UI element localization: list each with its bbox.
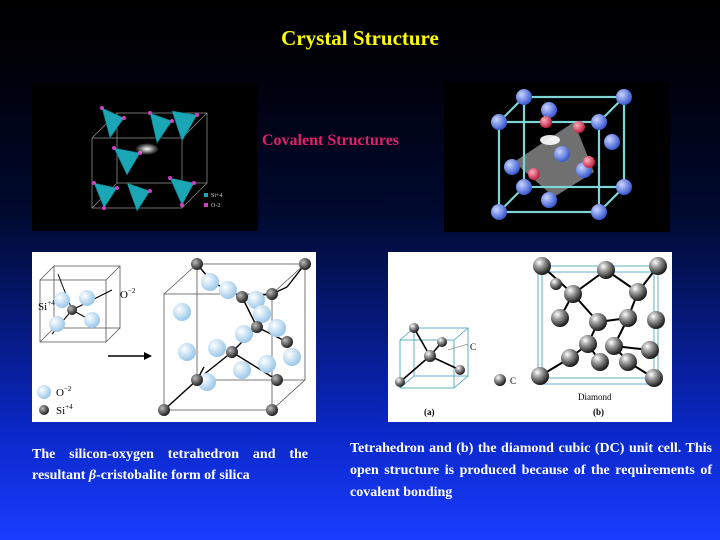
svg-text:O−2: O−2 — [120, 287, 136, 301]
legend-si-label: Si — [56, 405, 65, 417]
o-label: O — [120, 289, 128, 301]
beta-symbol: β — [88, 468, 97, 483]
si-label: Si — [38, 301, 47, 313]
legend-o: O-2 — [211, 203, 220, 209]
cristobalite-diagram: Si+4 O−2 O−2 Si+4 — [32, 252, 316, 422]
caption-left-part1: The silicon-oxygen tetrahedron and the r… — [32, 447, 308, 483]
c-label-top: C — [470, 342, 476, 352]
diamond-unit-cell-3d-image — [444, 82, 670, 232]
o-label-charge: −2 — [128, 287, 136, 295]
diamond-cubic-diagram: C C (a) — [388, 252, 672, 422]
covalent-structures-heading: Covalent Structures — [262, 132, 400, 149]
si-label-charge: +4 — [47, 299, 55, 307]
legend-si: Si+4 — [211, 193, 222, 199]
legend-o-charge: −2 — [64, 385, 72, 393]
svg-text:Si+4: Si+4 — [38, 299, 55, 313]
diamond-caption: Tetrahedron and (b) the diamond cubic (D… — [350, 441, 712, 500]
label-a: (a) — [424, 407, 435, 417]
label-b: (b) — [593, 407, 604, 417]
c-label-legend: C — [510, 376, 516, 386]
svg-text:Si+4: Si+4 — [56, 403, 73, 417]
diamond-label: Diamond — [578, 392, 612, 402]
cristobalite-caption: The silicon-oxygen tetrahedron and the r… — [32, 444, 308, 486]
caption-left-part2: -cristobalite form of silica — [96, 468, 250, 483]
svg-text:O−2: O−2 — [56, 385, 72, 399]
silica-tetrahedra-image: Si+4 O-2 — [32, 83, 258, 231]
legend-o-label: O — [56, 387, 64, 399]
legend-si-charge: +4 — [65, 403, 73, 411]
slide-title: Crystal Structure — [281, 26, 439, 50]
